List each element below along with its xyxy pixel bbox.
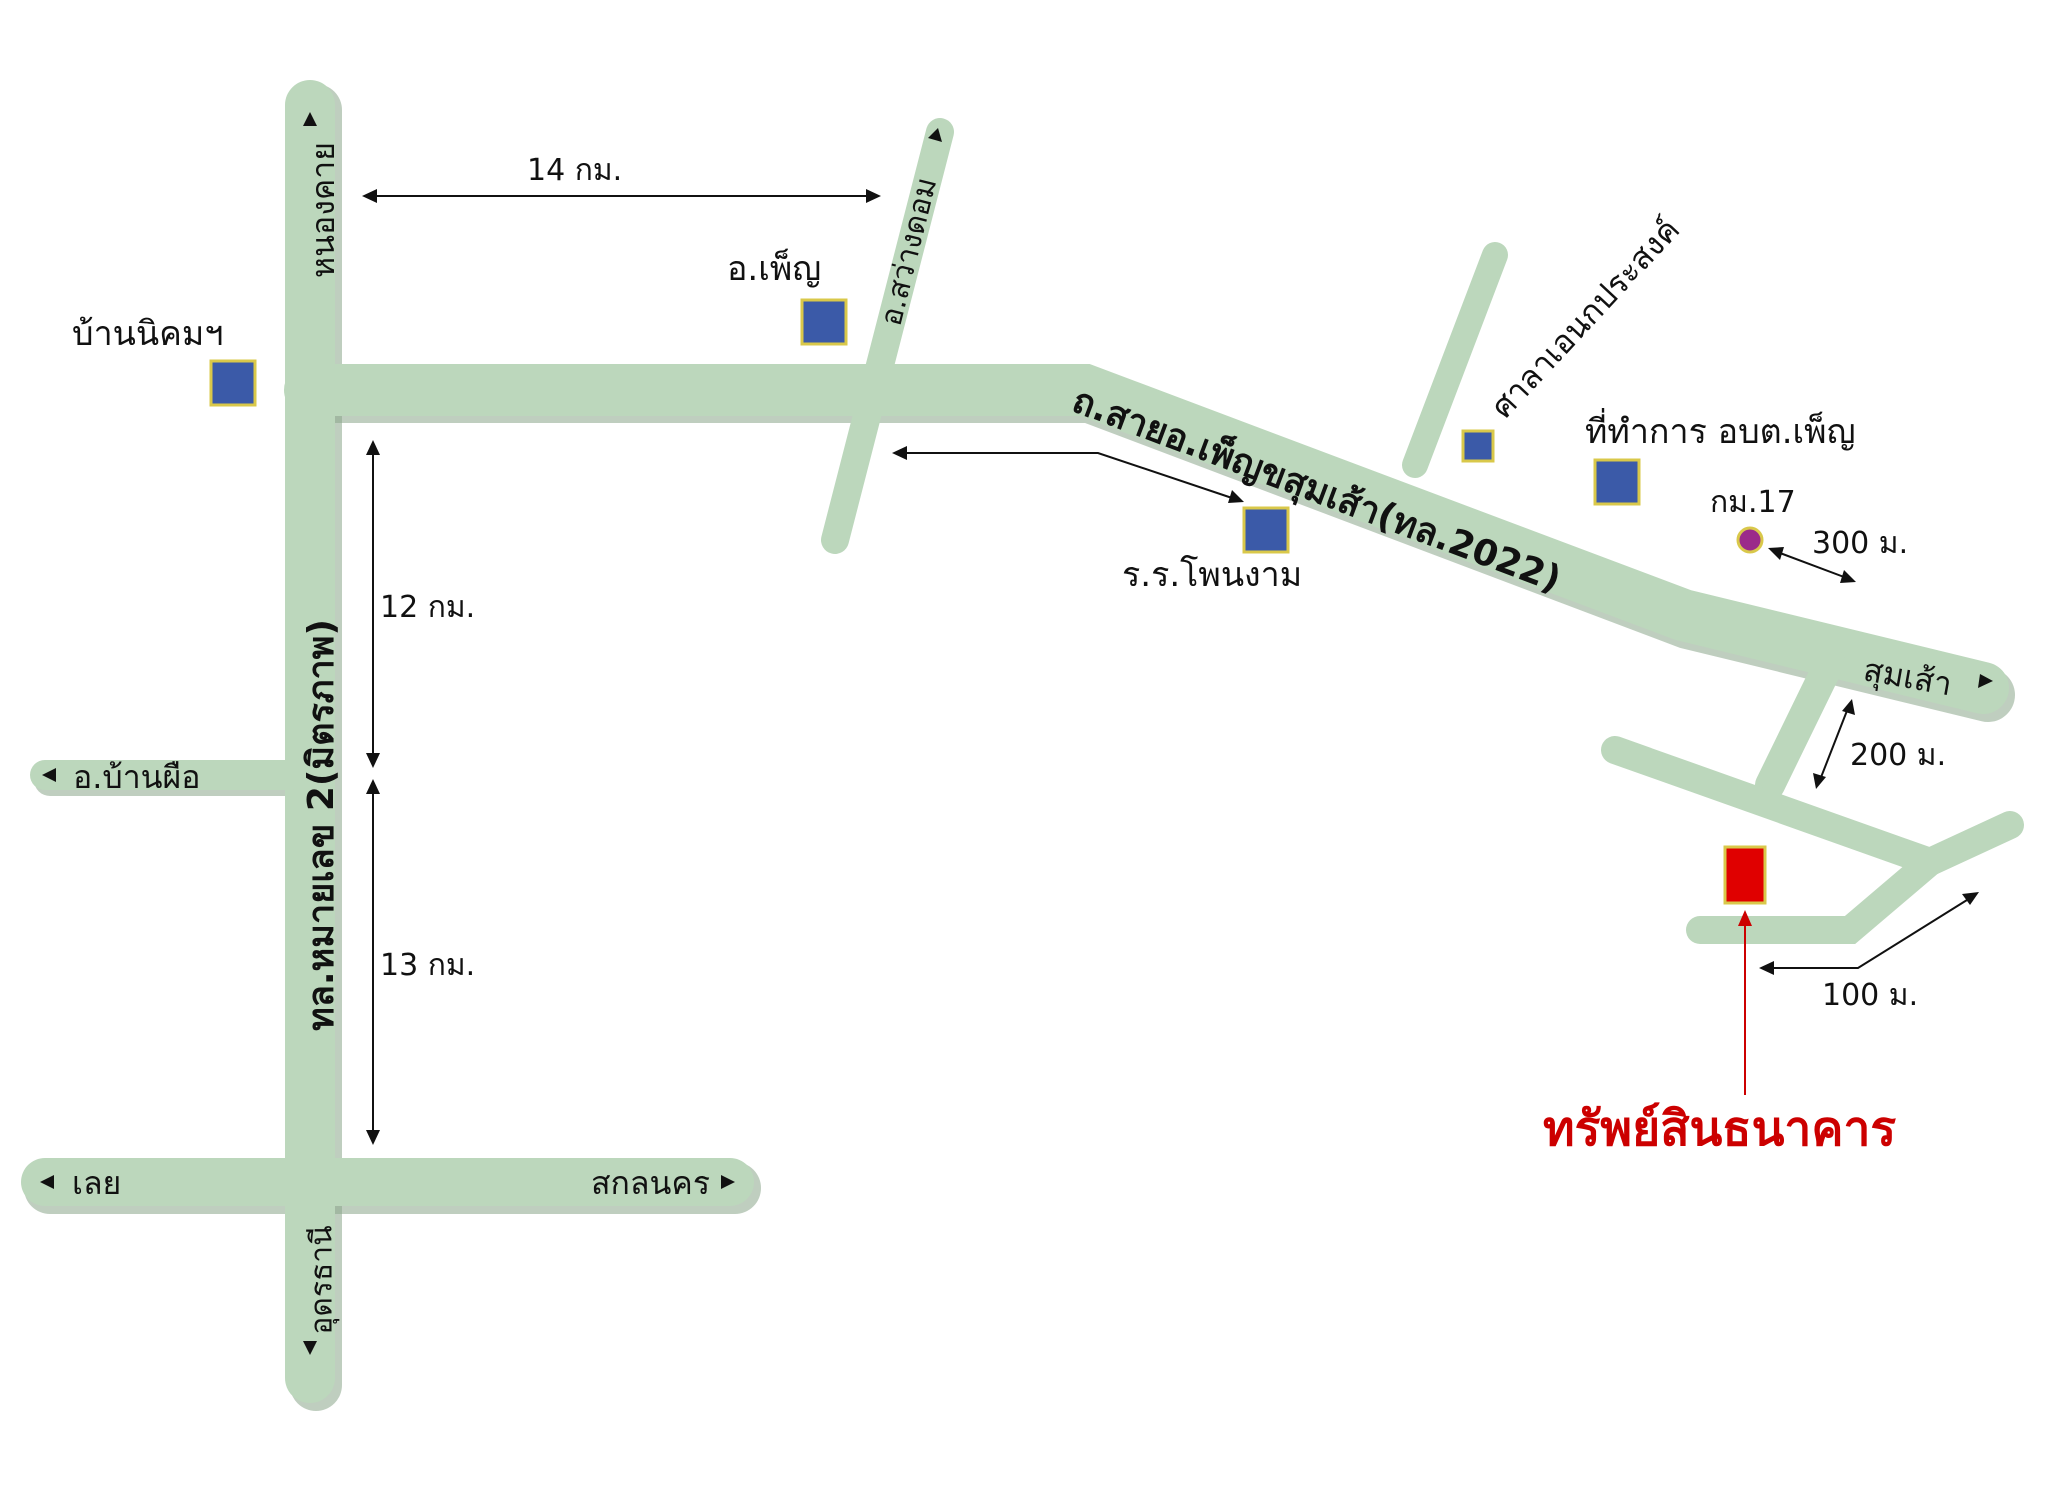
obt-office-label: ที่ทำการ อบต.เพ็ญ <box>1585 408 1856 452</box>
dim-13km-top-arrow-icon <box>366 779 380 794</box>
dim-200m-line <box>1817 702 1851 786</box>
loei-label: เลย <box>72 1164 121 1202</box>
dim-300m-left-arrow-icon <box>1768 547 1784 560</box>
distance-14km-label: 14 กม. <box>527 153 622 188</box>
amphoe-phen-marker <box>800 298 848 346</box>
school-marker <box>1242 506 1290 554</box>
dim-school-line <box>895 452 1239 501</box>
distance-100m-label: 100 ม. <box>1822 978 1918 1013</box>
dim-200m-bottom-arrow-icon <box>1813 773 1826 789</box>
distance-labels: 14 กม. 12 กม. 13 กม. 300 ม. 200 ม. 100 ม… <box>380 153 1946 1013</box>
dim-100m-line <box>1762 894 1976 969</box>
dim-300m-right-arrow-icon <box>1840 570 1856 583</box>
landmarks <box>209 298 1767 905</box>
sumsao-arrow-icon <box>1978 674 1993 688</box>
obt-office-marker <box>1593 458 1641 506</box>
highway-2-label: ทล.หมายเลข 2(มิตรภาพ) <box>301 619 342 1031</box>
dim-school-left-arrow-icon <box>892 446 907 460</box>
dim-14km-left-arrow-icon <box>362 189 377 203</box>
sakon-label: สกลนคร <box>591 1164 710 1202</box>
km-post-label: กม.17 <box>1710 485 1796 520</box>
roads <box>21 80 2024 1403</box>
sala-marker <box>1461 429 1495 463</box>
dim-school-right-arrow-icon <box>1228 490 1244 503</box>
ban-nikhom-marker <box>209 359 257 407</box>
dim-12km-bottom-arrow-icon <box>366 753 380 768</box>
nongkhai-label: หนองคาย <box>304 142 342 278</box>
sala-label: ศาลาเอนกประสงค์ <box>1483 210 1687 425</box>
target-property-label: ทรัพย์สินธนาคาร <box>1543 1101 1896 1157</box>
dim-100m-left-arrow-icon <box>1759 961 1774 975</box>
distance-300m-label: 300 ม. <box>1812 526 1908 561</box>
soi-road <box>1601 736 2024 878</box>
banphue-label: อ.บ้านผือ <box>73 758 201 796</box>
nongkhai-arrow-icon <box>303 112 317 126</box>
amphoe-phen-label: อ.เพ็ญ <box>727 248 821 289</box>
km-post-marker <box>1736 526 1764 554</box>
dim-13km-bottom-arrow-icon <box>366 1130 380 1145</box>
sakon-arrow-icon <box>721 1175 735 1189</box>
place-labels: บ้านนิคมฯ อ.เพ็ญ ร.ร.โพนงาม ที่ทำการ อบต… <box>72 248 1896 1157</box>
distance-12km-label: 12 กม. <box>380 590 475 625</box>
dim-200m-top-arrow-icon <box>1842 699 1855 715</box>
school-label: ร.ร.โพนงาม <box>1122 555 1302 595</box>
dim-300m-line <box>1771 549 1853 581</box>
distance-200m-label: 200 ม. <box>1850 738 1946 773</box>
udon-label: อุดรธานี <box>305 1225 341 1334</box>
distance-13km-label: 13 กม. <box>380 948 475 983</box>
dim-100m-right-arrow-icon <box>1962 892 1979 905</box>
road-end-arrows <box>40 112 1993 1355</box>
sawang-arrow-icon <box>928 128 942 142</box>
target-property-marker <box>1723 845 1767 905</box>
sawang-road <box>821 118 954 554</box>
dim-14km-right-arrow-icon <box>866 189 881 203</box>
dimension-lines <box>362 189 1979 1145</box>
dim-12km-top-arrow-icon <box>366 440 380 455</box>
sala-road <box>1402 242 1508 478</box>
sawang-label: อ.สว่างดอม <box>874 174 945 329</box>
ban-nikhom-label: บ้านนิคมฯ <box>72 314 223 354</box>
soi-branch <box>1755 647 1845 800</box>
soi-target-road <box>1686 848 1944 944</box>
banphue-arrow-icon <box>42 768 56 782</box>
loei-arrow-icon <box>40 1175 54 1189</box>
target-pointer-arrow-icon <box>1738 910 1752 926</box>
udon-arrow-icon <box>303 1341 317 1355</box>
